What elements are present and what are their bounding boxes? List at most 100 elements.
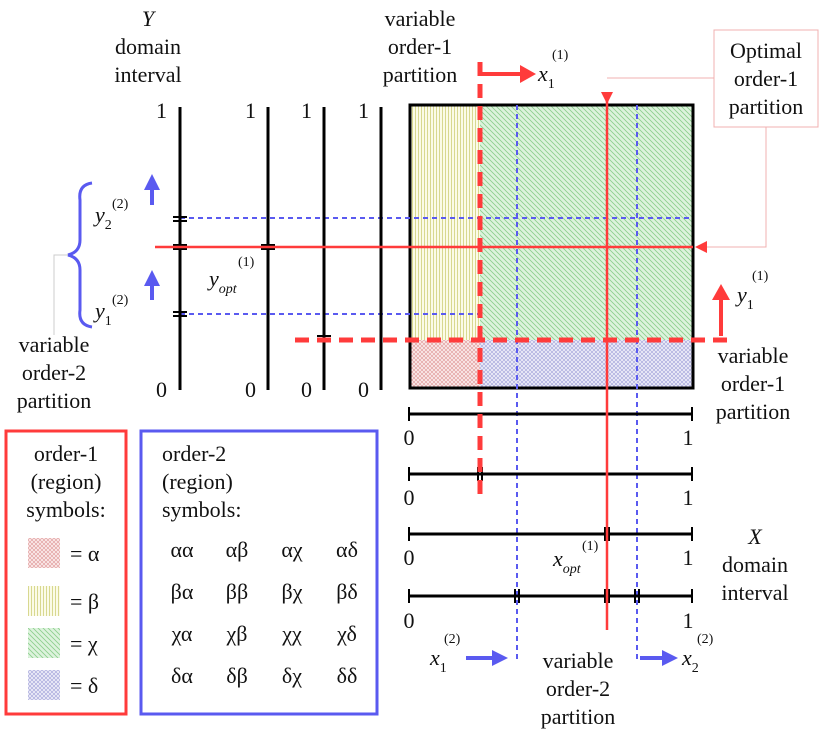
region-beta — [410, 105, 480, 340]
math-labels: x1 (1) y1 (1) yopt (1) xopt (1) y1 (2) y… — [93, 48, 769, 676]
svg-text:αβ: αβ — [226, 537, 249, 562]
v2-bottom-label: variable order-2 partition — [541, 648, 616, 729]
legend2-title-3: symbols: — [162, 497, 241, 522]
svg-text:partition: partition — [383, 62, 458, 87]
label-y2-2: y2 — [93, 202, 112, 233]
y-domain-title: Y domain interval — [114, 6, 181, 87]
swatch-chi — [28, 628, 60, 658]
swatch-alpha — [28, 538, 60, 568]
svg-text:δα: δα — [171, 663, 193, 688]
svg-text:αχ: αχ — [281, 537, 303, 562]
x-domain-title: X domain interval — [721, 524, 788, 605]
svg-text:partition: partition — [541, 704, 616, 729]
svg-text:(1): (1) — [752, 269, 769, 284]
y-title-line2: domain — [115, 34, 181, 59]
svg-text:variable: variable — [385, 6, 456, 31]
svg-text:χχ: χχ — [281, 621, 302, 646]
legend1-box — [4, 429, 128, 716]
x3-left: 0 — [404, 545, 415, 570]
label-x2-2: x2 — [681, 645, 699, 676]
optimal-line1: Optimal — [730, 38, 802, 63]
svg-text:partition: partition — [17, 388, 92, 413]
y-axis-ticks: 1 1 1 1 0 0 0 0 — [156, 98, 369, 402]
svg-text:(1): (1) — [238, 255, 255, 270]
svg-text:order-1: order-1 — [388, 34, 452, 59]
optimal-partition-lines — [155, 92, 693, 630]
svg-text:order-2: order-2 — [22, 360, 86, 385]
legend1-item-chi: = χ — [70, 631, 98, 656]
x1-right: 1 — [683, 425, 694, 450]
region-delta — [480, 340, 693, 388]
legend2-grid: αα αβ αχ αδ βα ββ βχ βδ χα χβ χχ χδ δα δ… — [170, 537, 357, 688]
swatch-beta — [28, 586, 60, 616]
svg-text:αα: αα — [170, 537, 194, 562]
label-y1-2: y1 — [93, 298, 112, 329]
x-title-line2: domain — [722, 552, 788, 577]
legend1-item-beta: = β — [70, 589, 99, 614]
legend1-title-3: symbols: — [26, 497, 105, 522]
svg-text:(2): (2) — [112, 293, 129, 308]
x2-right: 1 — [683, 485, 694, 510]
v1-top-label: variable order-1 partition — [383, 6, 458, 87]
legend1-item-alpha: = α — [70, 541, 100, 566]
svg-text:χδ: χδ — [336, 621, 357, 646]
label-x-opt: xopt — [552, 546, 582, 577]
order2-brace — [67, 181, 93, 329]
svg-text:βδ: βδ — [336, 579, 358, 604]
x-title-line3: interval — [721, 580, 788, 605]
v1-right-label: variable order-1 partition — [716, 343, 791, 424]
y3-top: 1 — [301, 98, 312, 123]
y4-bot: 0 — [358, 377, 369, 402]
svg-text:ββ: ββ — [226, 579, 248, 604]
legend2-box — [139, 429, 379, 716]
optimal-callout-box — [713, 29, 819, 128]
svg-text:βα: βα — [171, 579, 194, 604]
svg-text:(2): (2) — [112, 197, 129, 212]
y4-top: 1 — [358, 98, 369, 123]
label-x1-1: x1 — [537, 61, 555, 92]
y1-1-arrowhead — [712, 284, 730, 300]
svg-text:χα: χα — [171, 621, 193, 646]
x3-right: 1 — [683, 545, 694, 570]
y-title-var: Y — [142, 6, 157, 31]
legend-order2: order-2 (region) symbols: αα αβ αχ αδ βα… — [139, 429, 379, 716]
x4-left: 0 — [404, 608, 415, 633]
legend1-title-1: order-1 — [34, 441, 98, 466]
y1-bot: 0 — [156, 377, 167, 402]
legend-order1: order-1 (region) symbols: = α = β = χ = … — [4, 429, 128, 716]
svg-text:δδ: δδ — [337, 663, 358, 688]
x4-right: 1 — [683, 608, 694, 633]
legend2-title-1: order-2 — [162, 441, 226, 466]
x-axis-ticks: 0 1 0 1 0 1 0 1 — [404, 425, 694, 633]
order2-arrows — [144, 174, 678, 666]
y-title-line3: interval — [114, 62, 181, 87]
svg-text:(1): (1) — [552, 48, 569, 63]
optimal-callout-connectors — [607, 77, 767, 248]
y2-top: 1 — [245, 98, 256, 123]
optimal-callout-text: Optimal order-1 partition — [729, 38, 804, 119]
y-axes — [173, 107, 383, 390]
svg-text:βχ: βχ — [282, 579, 303, 604]
svg-text:(2): (2) — [444, 632, 461, 647]
svg-text:order-1: order-1 — [721, 371, 785, 396]
svg-text:order-2: order-2 — [546, 676, 610, 701]
y-opt-arrowhead — [695, 241, 707, 253]
label-y-opt: yopt — [207, 266, 238, 297]
x1-left: 0 — [404, 425, 415, 450]
svg-text:(1): (1) — [582, 539, 599, 554]
brace-connector — [53, 254, 68, 335]
svg-text:variable: variable — [19, 332, 90, 357]
svg-text:δχ: δχ — [282, 663, 302, 688]
optimal-line3: partition — [729, 94, 804, 119]
variable-order1-lines — [295, 62, 735, 500]
svg-text:αδ: αδ — [336, 537, 358, 562]
label-y1-1: y1 — [735, 282, 754, 313]
svg-text:variable: variable — [718, 343, 789, 368]
svg-text:partition: partition — [716, 399, 791, 424]
svg-text:χβ: χβ — [226, 621, 248, 646]
x-axes — [408, 407, 693, 603]
svg-text:(2): (2) — [697, 632, 714, 647]
y2-bot: 0 — [245, 377, 256, 402]
svg-text:δβ: δβ — [226, 663, 248, 688]
